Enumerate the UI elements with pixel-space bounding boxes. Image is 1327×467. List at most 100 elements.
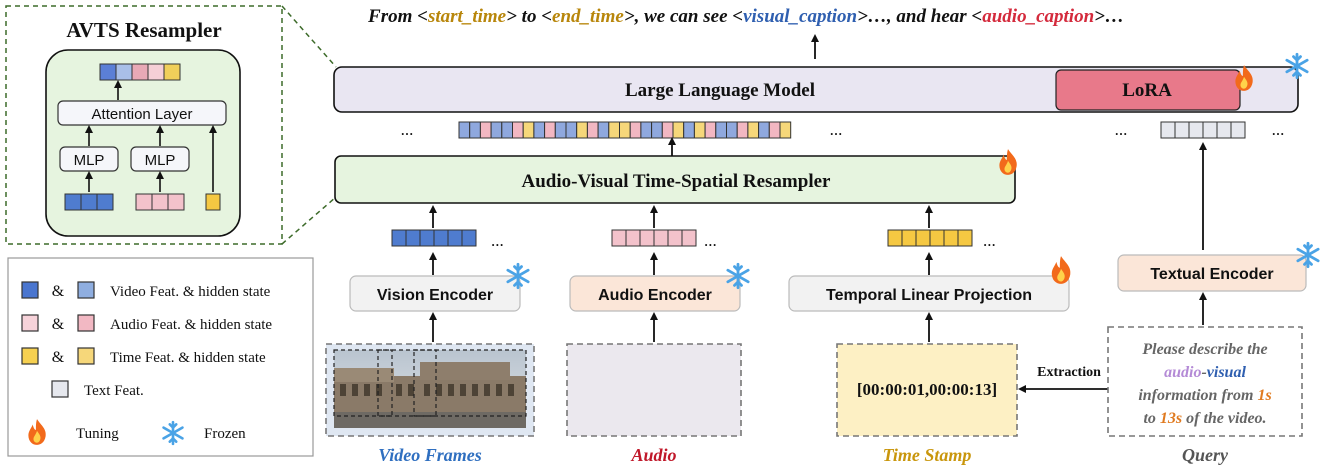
inset-audio-token [167, 193, 185, 211]
inset-connector-top [281, 5, 337, 68]
inset-input-tokens [64, 193, 221, 211]
extraction-label: Extraction [1037, 365, 1101, 380]
time-stamp-label: Time Stamp [883, 445, 972, 465]
legend-item: &Audio Feat. & hidden state [21, 314, 272, 333]
ellipsis: ... [983, 231, 996, 250]
mlp-label-video: MLP [74, 152, 105, 169]
mlp-label-audio: MLP [145, 152, 176, 169]
token [726, 121, 738, 139]
token [747, 121, 760, 139]
legend-swatch [21, 314, 39, 332]
legend-amp: & [52, 316, 65, 333]
text-token [1216, 121, 1232, 139]
legend-swatch [21, 281, 39, 299]
legend-tuning-label: Tuning [76, 426, 119, 442]
audio-token [639, 229, 655, 247]
query-text-run: Please describe the [1141, 341, 1267, 358]
token [629, 121, 642, 139]
textual-encoder-box [1117, 254, 1307, 292]
video-token [447, 229, 463, 247]
vision-encoder-label: Vision Encoder [377, 287, 493, 304]
audio-token [681, 229, 697, 247]
token [672, 121, 685, 139]
video-token [391, 229, 407, 247]
legend-label: Text Feat. [84, 383, 144, 399]
ellipsis: ... [401, 120, 414, 139]
text-run: >, we can see < [624, 6, 743, 27]
token [469, 121, 481, 139]
audio-encoder-label: Audio Encoder [598, 287, 712, 304]
token [715, 121, 727, 139]
time-token [901, 229, 917, 247]
token [522, 121, 535, 139]
token [586, 121, 599, 139]
inset-audio-token [135, 193, 153, 211]
inset-output-token [147, 63, 165, 81]
attention-layer-label: Attention Layer [92, 106, 193, 123]
token [501, 121, 513, 139]
temporal-projection-label: Temporal Linear Projection [826, 287, 1032, 304]
token [512, 121, 524, 139]
audio-token [653, 229, 669, 247]
token [704, 121, 717, 139]
query-text-run: 1s [1257, 387, 1271, 404]
token [683, 121, 695, 139]
query-text-run: to [1143, 410, 1159, 427]
query-text-run: information from [1138, 387, 1257, 404]
ellipsis: ... [1272, 120, 1285, 139]
token [576, 121, 588, 139]
token [768, 121, 781, 139]
token [758, 121, 770, 139]
token [640, 121, 653, 139]
llm-label: Large Language Model [625, 80, 815, 101]
audio-encoder-box [569, 275, 741, 312]
inset-video-token [64, 193, 82, 211]
inset-output-token [115, 63, 133, 81]
audio-token [667, 229, 683, 247]
video-token [461, 229, 477, 247]
lora-label: LoRA [1122, 80, 1172, 101]
legend-item: &Time Feat. & hidden state [21, 347, 266, 366]
time-token [929, 229, 945, 247]
token [661, 121, 674, 139]
inset-output-token [163, 63, 181, 81]
text-token [1160, 121, 1176, 139]
time-token [915, 229, 931, 247]
token [736, 121, 749, 139]
token [554, 121, 567, 139]
video-token [433, 229, 449, 247]
video-frames-label: Video Frames [378, 445, 482, 465]
token [533, 121, 546, 139]
query-text-run: - [1201, 364, 1206, 381]
inset-resampler-box [45, 49, 241, 237]
text-run: visual_caption [743, 6, 857, 27]
token [565, 121, 578, 139]
legend-swatch [51, 380, 69, 398]
text-run: >… [1094, 6, 1124, 27]
time-token [943, 229, 959, 247]
timestamp-value: [00:00:01,00:00:13] [857, 380, 997, 399]
token-sequence [458, 121, 792, 139]
text-run: From < [367, 6, 428, 27]
resampler-box [334, 155, 1016, 204]
query-text-run: 13s [1160, 410, 1182, 427]
legend-amp: & [52, 283, 65, 300]
ellipsis: ... [830, 120, 843, 139]
legend-box [7, 257, 314, 457]
legend-item: Text Feat. [51, 380, 144, 399]
audio-token [611, 229, 627, 247]
timestamp-box [836, 343, 1018, 437]
inset-frame [5, 5, 283, 245]
ellipsis: ... [704, 231, 717, 250]
legend: &Video Feat. & hidden state&Audio Feat. … [21, 281, 272, 399]
fire-icon [999, 149, 1017, 175]
text-run: audio_caption [982, 6, 1094, 27]
token [597, 121, 610, 139]
inset-output-token [99, 63, 117, 81]
query-text-run: visual [1207, 364, 1247, 381]
token [619, 121, 631, 139]
text-run: start_time [427, 6, 507, 27]
query-text-run: of the video. [1182, 410, 1266, 427]
